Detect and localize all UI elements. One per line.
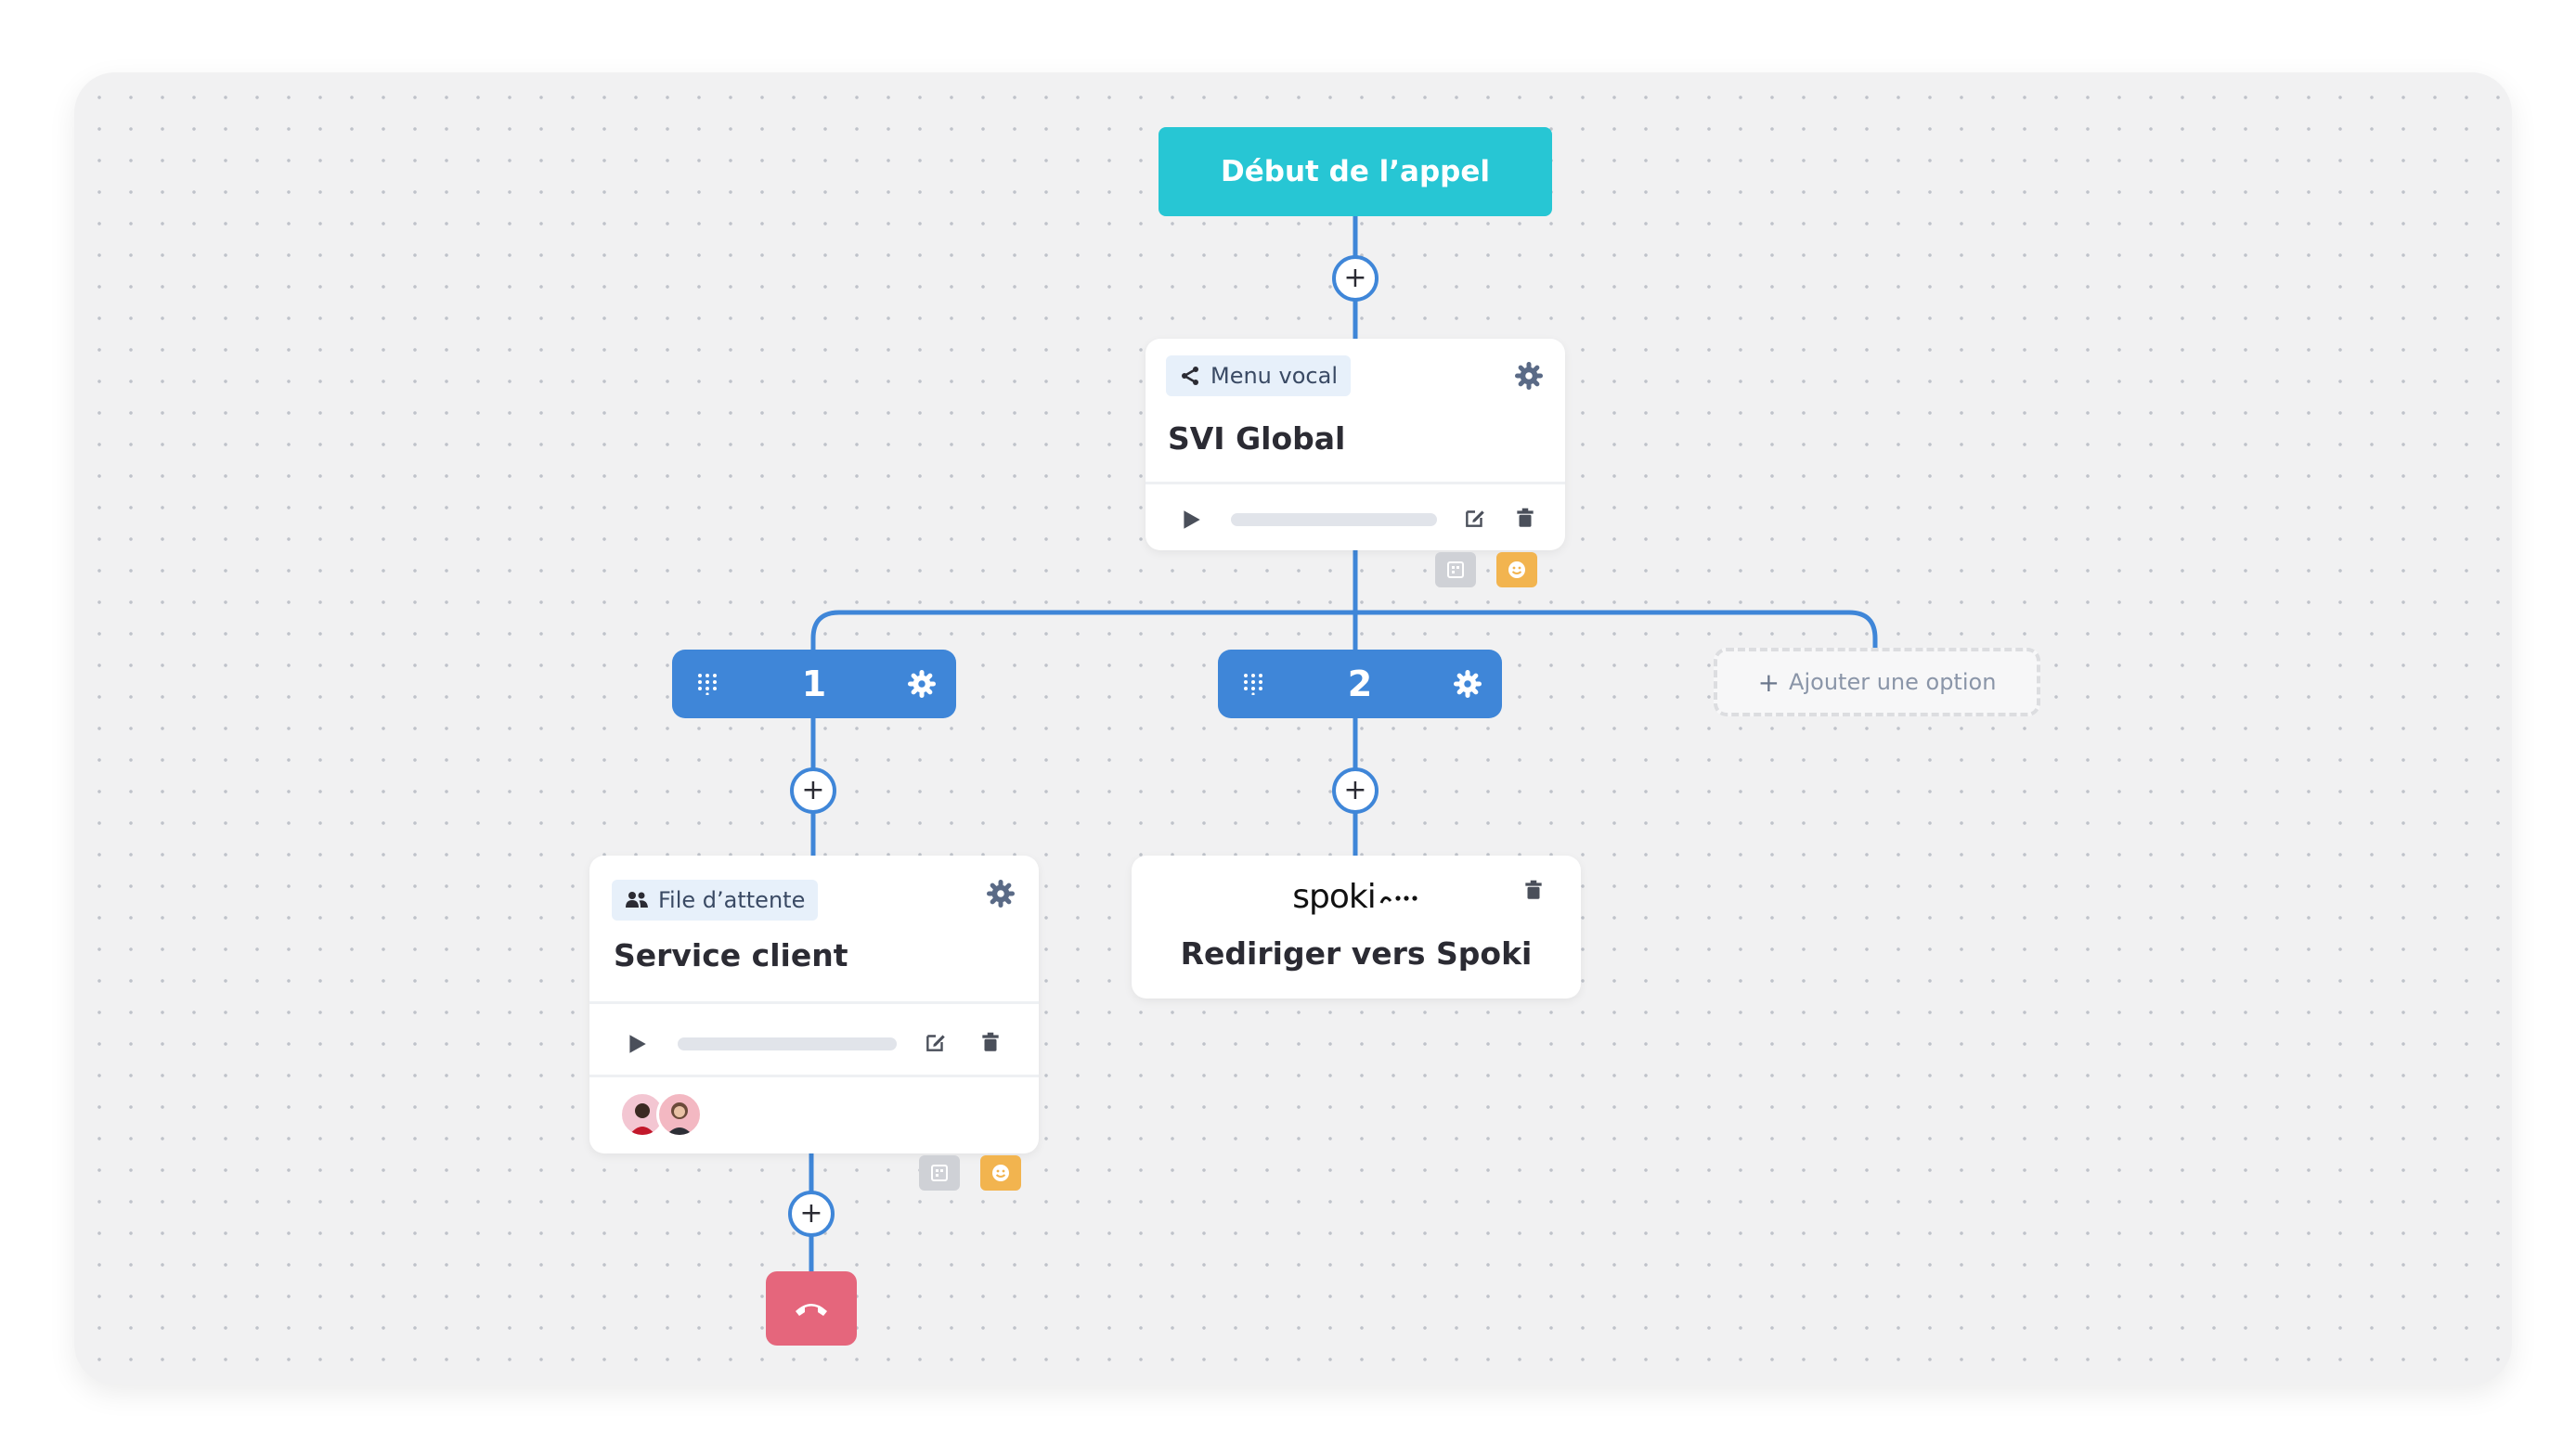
trash-icon[interactable] <box>1513 506 1537 530</box>
card-divider <box>589 1075 1039 1077</box>
avatar[interactable] <box>656 1091 703 1138</box>
add-step-button[interactable]: + <box>788 1191 835 1237</box>
audio-progress-track[interactable] <box>678 1037 897 1050</box>
call-start-label: Début de l’appel <box>1221 155 1490 188</box>
edit-icon[interactable] <box>1463 506 1487 530</box>
node-type-label: File d’attente <box>658 887 806 913</box>
add-option-button[interactable]: + Ajouter une option <box>1714 648 2040 716</box>
svi-node-card[interactable]: Menu vocal SVI Global <box>1146 339 1565 550</box>
key-number: 1 <box>801 664 827 704</box>
node-title: Service client <box>614 937 848 973</box>
gear-icon[interactable] <box>1454 670 1482 698</box>
plus-icon: + <box>1343 774 1367 806</box>
plus-icon: + <box>799 1197 823 1230</box>
trash-icon[interactable] <box>1521 878 1546 902</box>
audio-progress-track[interactable] <box>1231 513 1437 526</box>
node-type-label: Menu vocal <box>1210 363 1338 389</box>
add-step-button[interactable]: + <box>1332 767 1379 814</box>
plus-icon: + <box>1343 262 1367 294</box>
plus-icon: + <box>801 774 825 806</box>
node-title: SVI Global <box>1168 420 1346 457</box>
add-option-label: Ajouter une option <box>1789 669 1997 695</box>
queue-node-card[interactable]: File d’attente Service client <box>589 856 1039 1153</box>
keypad-icon <box>698 674 717 695</box>
spoki-logo-text: spoki <box>1292 878 1376 916</box>
play-icon[interactable] <box>625 1032 649 1056</box>
gear-icon[interactable] <box>1515 362 1543 390</box>
keypad-icon <box>1244 674 1262 695</box>
play-icon[interactable] <box>1179 508 1203 532</box>
spoki-logo-mark <box>1379 895 1417 904</box>
gear-icon[interactable] <box>987 880 1015 908</box>
grid-icon[interactable] <box>1435 552 1476 587</box>
card-divider <box>589 1001 1039 1004</box>
phone-hangup-icon <box>796 1304 827 1316</box>
edit-icon[interactable] <box>924 1030 948 1054</box>
plus-icon: + <box>1757 666 1780 698</box>
people-icon <box>626 892 648 908</box>
share-icon <box>1182 367 1198 385</box>
node-title: Rediriger vers Spoki <box>1180 935 1533 972</box>
node-type-tag: Menu vocal <box>1166 355 1351 396</box>
add-step-button[interactable]: + <box>1332 255 1379 302</box>
spoki-node-card[interactable]: spoki Rediriger vers Spoki <box>1132 856 1581 999</box>
smiley-icon[interactable] <box>1496 552 1537 587</box>
grid-icon[interactable] <box>919 1155 960 1191</box>
key-option-2[interactable]: 2 <box>1218 650 1502 718</box>
call-start-node[interactable]: Début de l’appel <box>1159 127 1552 216</box>
hangup-node[interactable] <box>766 1271 857 1346</box>
smiley-icon[interactable] <box>980 1155 1021 1191</box>
key-option-1[interactable]: 1 <box>672 650 956 718</box>
card-divider <box>1146 482 1565 484</box>
gear-icon[interactable] <box>908 670 936 698</box>
node-type-tag: File d’attente <box>612 880 819 921</box>
key-number: 2 <box>1347 664 1373 704</box>
flow-canvas <box>74 72 2512 1385</box>
spoki-logo: spoki <box>1132 878 1581 916</box>
add-step-button[interactable]: + <box>790 767 836 814</box>
trash-icon[interactable] <box>978 1030 1003 1054</box>
